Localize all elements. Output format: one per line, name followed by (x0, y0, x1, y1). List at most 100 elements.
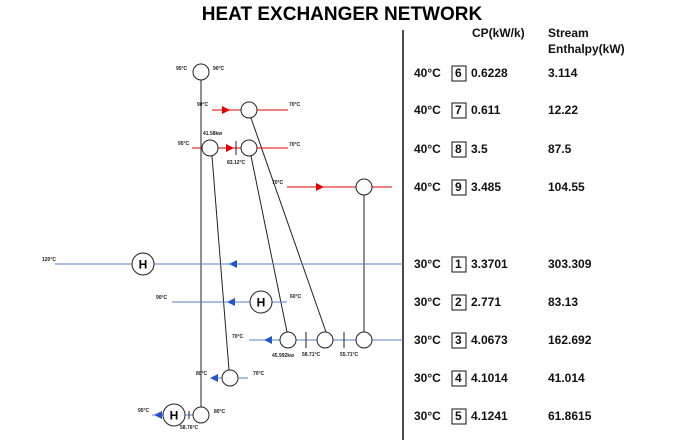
arrow-left-icon (210, 374, 218, 382)
cp-value: 3.5 (471, 142, 488, 156)
exchanger-icon (355, 178, 373, 196)
enthalpy-value: 162.692 (548, 333, 592, 347)
svg-text:58.76°C: 58.76°C (180, 425, 199, 431)
stream-id-box (451, 179, 467, 196)
stream-id: 4 (455, 371, 462, 385)
arrow-left-icon (264, 336, 272, 344)
enthalpy-value: 83.13 (548, 295, 578, 309)
cp-value: 4.1241 (471, 409, 508, 423)
svg-text:Enthalpy(kW): Enthalpy(kW) (548, 42, 625, 56)
stream-id: 9 (455, 180, 462, 194)
exchanger-icon (192, 63, 210, 81)
heater-icon (162, 403, 186, 427)
stream-id-box (451, 294, 467, 311)
svg-text:55.71°C: 55.71°C (340, 352, 359, 358)
cp-value: 3.3701 (471, 257, 508, 271)
svg-text:H: H (257, 296, 266, 310)
svg-text:CP(kW/k): CP(kW/k) (472, 26, 525, 40)
svg-text:41.58kw: 41.58kw (203, 131, 222, 137)
cold-stream-1 (55, 260, 403, 268)
hot-stream-9 (287, 183, 392, 191)
stream-id-box (451, 141, 467, 158)
heater-1: H (131, 252, 155, 276)
cp-value: 3.485 (471, 180, 501, 194)
cp-value: 0.611 (471, 103, 501, 117)
stream-id-box (451, 370, 467, 387)
exchanger-icon (240, 101, 258, 119)
stream-id-box (451, 102, 467, 119)
cp-value: 2.771 (471, 295, 501, 309)
enthalpy-value: 12.22 (548, 103, 578, 117)
svg-text:90°C: 90°C (197, 102, 209, 108)
enthalpy-value: 303.309 (548, 257, 592, 271)
enthalpy-value: 104.55 (548, 180, 585, 194)
heater-icon (131, 252, 155, 276)
supply-temp: 40°C (414, 142, 441, 156)
stream-id: 6 (455, 66, 462, 80)
arrow-left-icon (229, 260, 237, 268)
stream-id: 1 (455, 257, 462, 271)
table-row: 40°C 7 0.611 12.22 (414, 102, 578, 119)
supply-temp: 30°C (414, 333, 441, 347)
arrow-left-icon (154, 411, 162, 419)
arrow-right-icon (226, 144, 234, 152)
heater-5: H (162, 403, 186, 427)
table-row: 40°C 6 0.6228 3.114 (414, 65, 578, 82)
enthalpy-value: 41.014 (548, 371, 585, 385)
cp-value: 4.0673 (471, 333, 508, 347)
svg-text:70°C: 70°C (253, 371, 265, 377)
exchanger-icon (355, 331, 373, 349)
supply-temp: 30°C (414, 371, 441, 385)
svg-text:90°C: 90°C (213, 66, 225, 72)
enthalpy-value: 3.114 (548, 66, 578, 80)
svg-text:80°C: 80°C (196, 371, 208, 377)
supply-temp: 40°C (414, 103, 441, 117)
exchanger-icon (192, 406, 210, 424)
page-title: HEAT EXCHANGER NETWORK (202, 4, 483, 25)
stream-id-box (451, 65, 467, 82)
svg-text:70°C: 70°C (272, 180, 284, 186)
exchanger-icon (316, 331, 334, 349)
heater-2: H (249, 290, 273, 314)
svg-text:H: H (139, 258, 148, 272)
arrow-right-icon (222, 106, 230, 114)
exchanger-icon (221, 369, 239, 387)
stream-id: 8 (455, 142, 462, 156)
stream-id-box (451, 408, 467, 425)
supply-temp: 30°C (414, 409, 441, 423)
stream-id-box (451, 256, 467, 273)
cp-value: 0.6228 (471, 66, 508, 80)
exchangers (192, 63, 373, 424)
svg-text:70°C: 70°C (232, 334, 244, 340)
svg-text:120°C: 120°C (42, 257, 56, 263)
table-row: 40°C 8 3.5 87.5 (414, 141, 572, 158)
enthalpy-value: 61.8615 (548, 409, 592, 423)
svg-text:70°C: 70°C (289, 142, 301, 148)
stream-id: 7 (455, 103, 462, 117)
exchanger-icon (201, 139, 219, 157)
svg-text:80°C: 80°C (214, 409, 226, 415)
svg-text:95°C: 95°C (178, 141, 190, 147)
svg-text:Stream: Stream (548, 26, 589, 40)
svg-text:95°C: 95°C (176, 66, 188, 72)
stream-id: 3 (455, 333, 462, 347)
svg-text:83.12°C: 83.12°C (227, 160, 246, 166)
svg-text:70°C: 70°C (289, 102, 301, 108)
stream-id: 2 (455, 295, 462, 309)
supply-temp: 40°C (414, 180, 441, 194)
svg-text:58.71°C: 58.71°C (302, 352, 321, 358)
svg-text:H: H (170, 409, 179, 423)
exchanger-icon (279, 331, 297, 349)
heater-icon (249, 290, 273, 314)
table-row: 40°C 9 3.485 104.55 (414, 179, 585, 196)
arrow-right-icon (316, 183, 324, 191)
stream-table: CP(kW/k) Stream Enthalpy(kW) 40°C 6 0.6228… (414, 26, 625, 425)
enthalpy-value: 87.5 (548, 142, 572, 156)
supply-temp: 40°C (414, 66, 441, 80)
